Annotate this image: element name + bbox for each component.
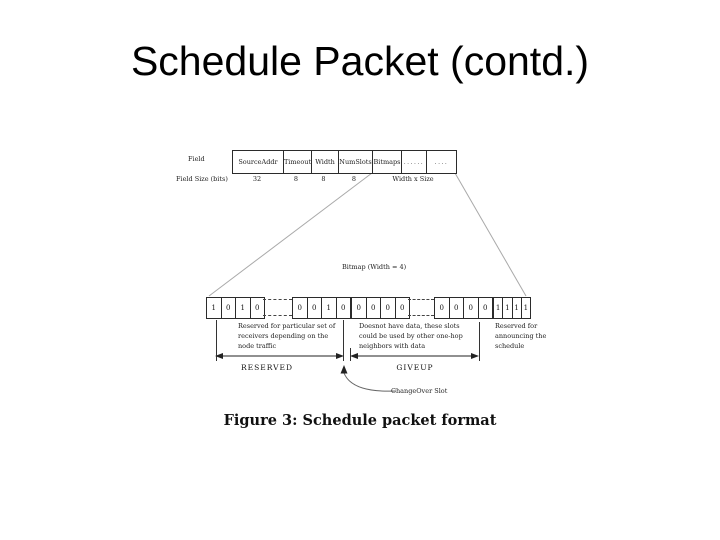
bitmap-expand-line-right: [454, 172, 527, 297]
region-delimiter: [343, 320, 344, 361]
giveup-note: Doesnot have data, these slots could be …: [359, 322, 463, 350]
reserved-span-arrow: [215, 353, 344, 359]
bit-cell: 1: [495, 304, 501, 312]
field-row-label: Field: [188, 155, 205, 163]
bit-cell: 1: [520, 298, 530, 318]
bit-cell: 1: [511, 298, 521, 318]
bitmap-group-3: 0 0 0 0: [351, 297, 410, 319]
bit-cell: 0: [365, 298, 381, 318]
field-cell-width: Width: [311, 151, 338, 173]
bit-cell: 0: [335, 298, 351, 318]
bit-cell: 0: [394, 298, 410, 318]
field-cell-dots-2: ....: [426, 151, 456, 173]
region-delimiter: [479, 322, 480, 361]
field-cell-timeout: Timeout: [283, 151, 311, 173]
bit-cell: 0: [439, 304, 444, 312]
figure-caption: Figure 3: Schedule packet format: [223, 412, 497, 429]
reserved-region-label: RESERVED: [240, 363, 294, 372]
bit-cell: 0: [297, 304, 302, 312]
giveup-region-label: GIVEUP: [396, 363, 434, 372]
bit-cell: 0: [249, 298, 265, 318]
bitmap-group-1: 1 0 1 0: [206, 297, 265, 319]
bit-cell: 1: [211, 304, 216, 312]
slide-title: Schedule Packet (contd.): [130, 38, 590, 84]
field-size-row-label: Field Size (bits): [176, 175, 228, 183]
size-bitmaps: Width x Size: [392, 175, 434, 183]
region-delimiter: [350, 348, 351, 361]
field-cell-sourceaddr: SourceAddr: [238, 158, 278, 166]
size-sourceaddr: 32: [252, 175, 262, 183]
bitmap-group-5: 1 1 1 1: [493, 297, 531, 319]
bit-cell: 0: [477, 298, 493, 318]
size-numslots: 8: [351, 175, 357, 183]
bitmap-group-2: 0 0 1 0: [292, 297, 351, 319]
size-timeout: 8: [293, 175, 299, 183]
bitmap-group-4: 0 0 0 0: [434, 297, 493, 319]
bit-cell: 1: [321, 298, 336, 318]
giveup-span-arrow: [350, 353, 479, 359]
reserved-note: Reserved for particular set of receivers…: [238, 322, 336, 350]
bitmap-expand-line-left: [208, 172, 373, 297]
region-delimiter: [216, 320, 217, 361]
bit-cell: 0: [306, 298, 322, 318]
packet-field-table: SourceAddr Timeout Width NumSlots Bitmap…: [232, 150, 457, 174]
announce-note: Reserved for announcing the schedule: [495, 322, 547, 350]
bitmap-width-label: Bitmap (Width = 4): [342, 263, 407, 271]
bit-cell: 1: [502, 298, 511, 318]
bitmap-gap-dash: [263, 299, 292, 300]
bitmap-gap-dash: [408, 315, 434, 316]
bitmap-gap-dash: [263, 315, 292, 316]
bitmap-gap-dash: [408, 299, 434, 300]
bit-cell: 0: [448, 298, 464, 318]
field-cell-bitmaps: Bitmaps: [372, 151, 401, 173]
bit-cell: 1: [235, 298, 250, 318]
field-cell-numslots: NumSlots: [338, 151, 372, 173]
bit-cell: 0: [380, 298, 395, 318]
bit-cell: 0: [356, 304, 361, 312]
field-cell-dots-1: ......: [401, 151, 426, 173]
bit-cell: 0: [463, 298, 478, 318]
changeover-slot-label: ChangeOver Slot: [391, 387, 448, 395]
size-width: 8: [321, 175, 326, 183]
bit-cell: 0: [220, 298, 236, 318]
